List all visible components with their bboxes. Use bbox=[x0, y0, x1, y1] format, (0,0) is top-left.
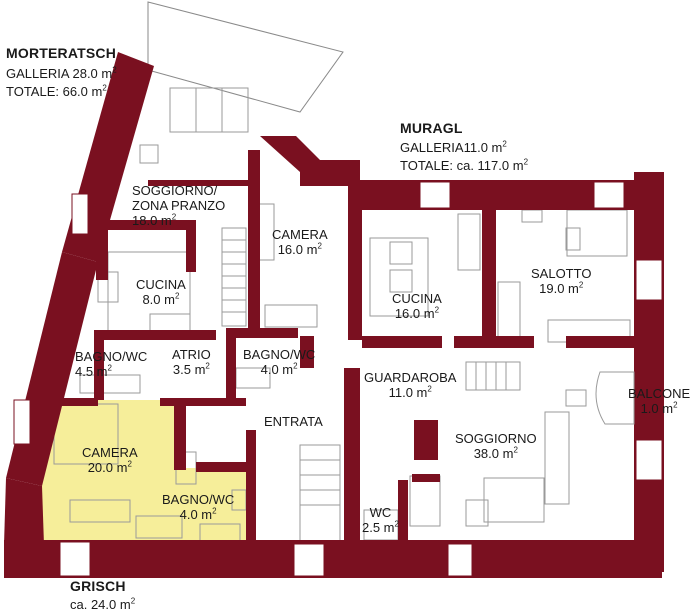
grisch-bath-highlight bbox=[196, 468, 246, 542]
room-soggiorno-38: SOGGIORNO 38.0 m2 bbox=[455, 431, 537, 461]
room-salotto: SALOTTO 19.0 m2 bbox=[531, 266, 592, 296]
balcone-outline bbox=[595, 371, 635, 425]
room-bagno-40a: BAGNO/WC 4.0 m2 bbox=[243, 347, 316, 377]
morteratsch-title: MORTERATSCH bbox=[6, 45, 117, 61]
room-entrata: ENTRATA bbox=[264, 414, 323, 429]
room-bagno-45: BAGNO/WC 4.5 m2 bbox=[75, 349, 148, 379]
gallery-outline bbox=[147, 1, 344, 113]
room-balcone: BALCONE 1.0 m2 bbox=[628, 386, 691, 416]
room-bagno-40b: BAGNO/WC 4.0 m2 bbox=[162, 492, 235, 522]
grisch-title: GRISCH bbox=[70, 578, 126, 594]
room-camera-16: CAMERA 16.0 m2 bbox=[272, 227, 328, 257]
grisch-area: ca. 24.0 m2 bbox=[70, 596, 136, 612]
room-cucina-8: CUCINA 8.0 m2 bbox=[136, 277, 186, 307]
room-wc: WC 2.5 m2 bbox=[362, 505, 399, 535]
muragl-totale: TOTALE: ca. 117.0 m2 bbox=[400, 157, 529, 173]
room-guardaroba: GUARDAROBA 11.0 m2 bbox=[364, 370, 457, 400]
room-cucina-16: CUCINA 16.0 m2 bbox=[392, 291, 442, 321]
muragl-galleria: GALLERIA11.0 m2 bbox=[400, 139, 507, 155]
room-camera-20: CAMERA 20.0 m2 bbox=[82, 445, 138, 475]
room-soggiorno-zona-pranzo: SOGGIORNO/ ZONA PRANZO 18.0 m2 bbox=[132, 183, 226, 228]
morteratsch-galleria: GALLERIA 28.0 m2 bbox=[6, 65, 117, 81]
morteratsch-totale: TOTALE: 66.0 m2 bbox=[6, 83, 107, 99]
interior-lines bbox=[53, 87, 631, 546]
grisch-highlight bbox=[38, 400, 246, 542]
room-atrio: ATRIO 3.5 m2 bbox=[172, 347, 211, 377]
windows bbox=[13, 181, 663, 577]
muragl-title: MURAGL bbox=[400, 120, 463, 136]
